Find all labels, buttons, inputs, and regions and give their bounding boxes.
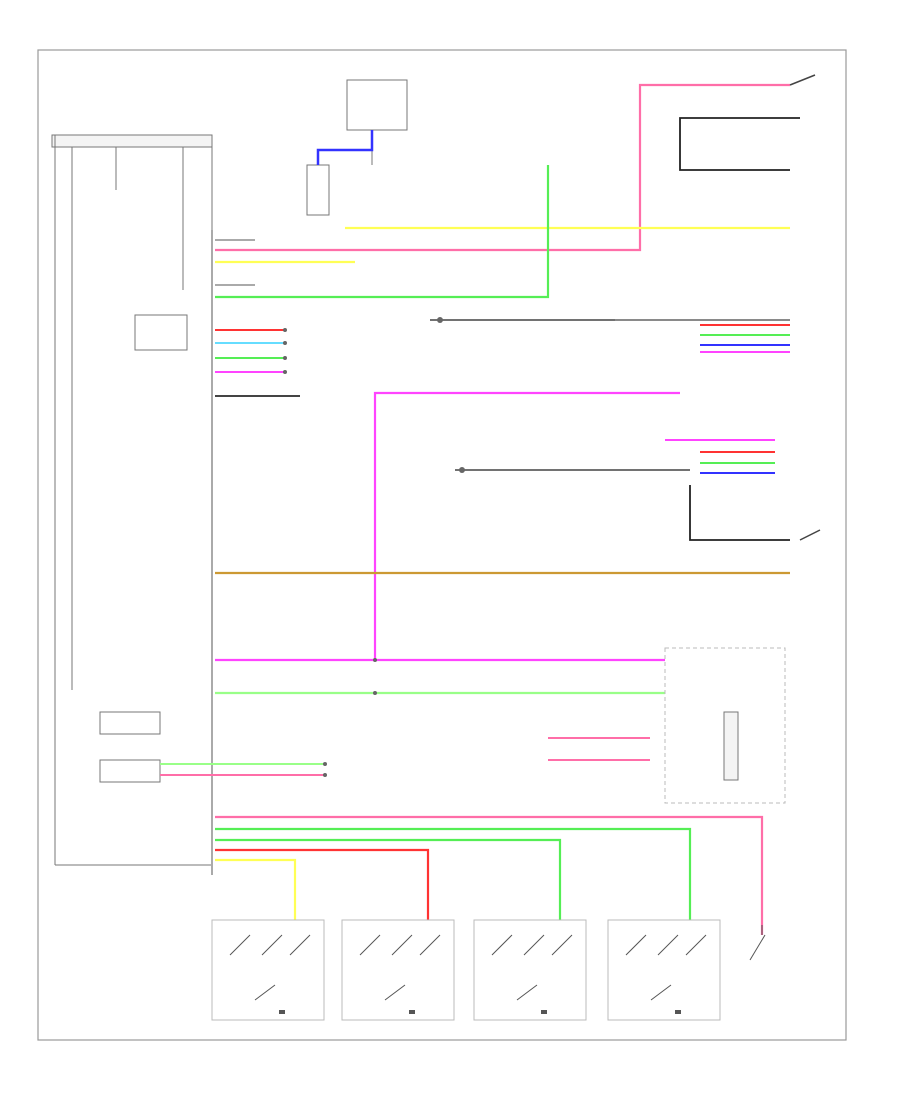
lower-left-component-2 <box>99 759 161 783</box>
left-component <box>134 314 188 351</box>
bottom-green-wire-2 <box>215 838 562 920</box>
switch-assembly-3 <box>473 919 587 1021</box>
single-switch <box>749 925 766 961</box>
fuse-block <box>51 134 213 866</box>
ground-symbols <box>279 1010 681 1014</box>
switch-assembly-2 <box>341 919 455 1021</box>
harness-connector <box>723 711 739 781</box>
switch-assembly-4 <box>607 919 721 1021</box>
diagram-border <box>37 49 847 1041</box>
bottom-pink-wire <box>215 815 764 935</box>
sensor-connector-2 <box>455 439 821 541</box>
bottom-yellow-wire <box>215 858 297 920</box>
bottom-red-wire <box>215 848 430 920</box>
lower-left-component-1 <box>99 711 161 735</box>
black-wire-top <box>679 117 800 171</box>
pink-wire-top <box>215 83 790 252</box>
relay-unit <box>306 79 408 216</box>
switch-top-right <box>789 74 816 86</box>
magenta-wire <box>373 391 680 660</box>
junction-dots <box>283 317 465 777</box>
harness-box <box>664 647 786 804</box>
switch-assembly-1 <box>211 919 325 1021</box>
left-component-wires <box>215 329 300 397</box>
sensor-connector-1 <box>430 319 790 353</box>
green-wire-1 <box>215 165 550 299</box>
bottom-green-wire-1 <box>215 827 692 920</box>
blue-wire <box>316 130 374 165</box>
